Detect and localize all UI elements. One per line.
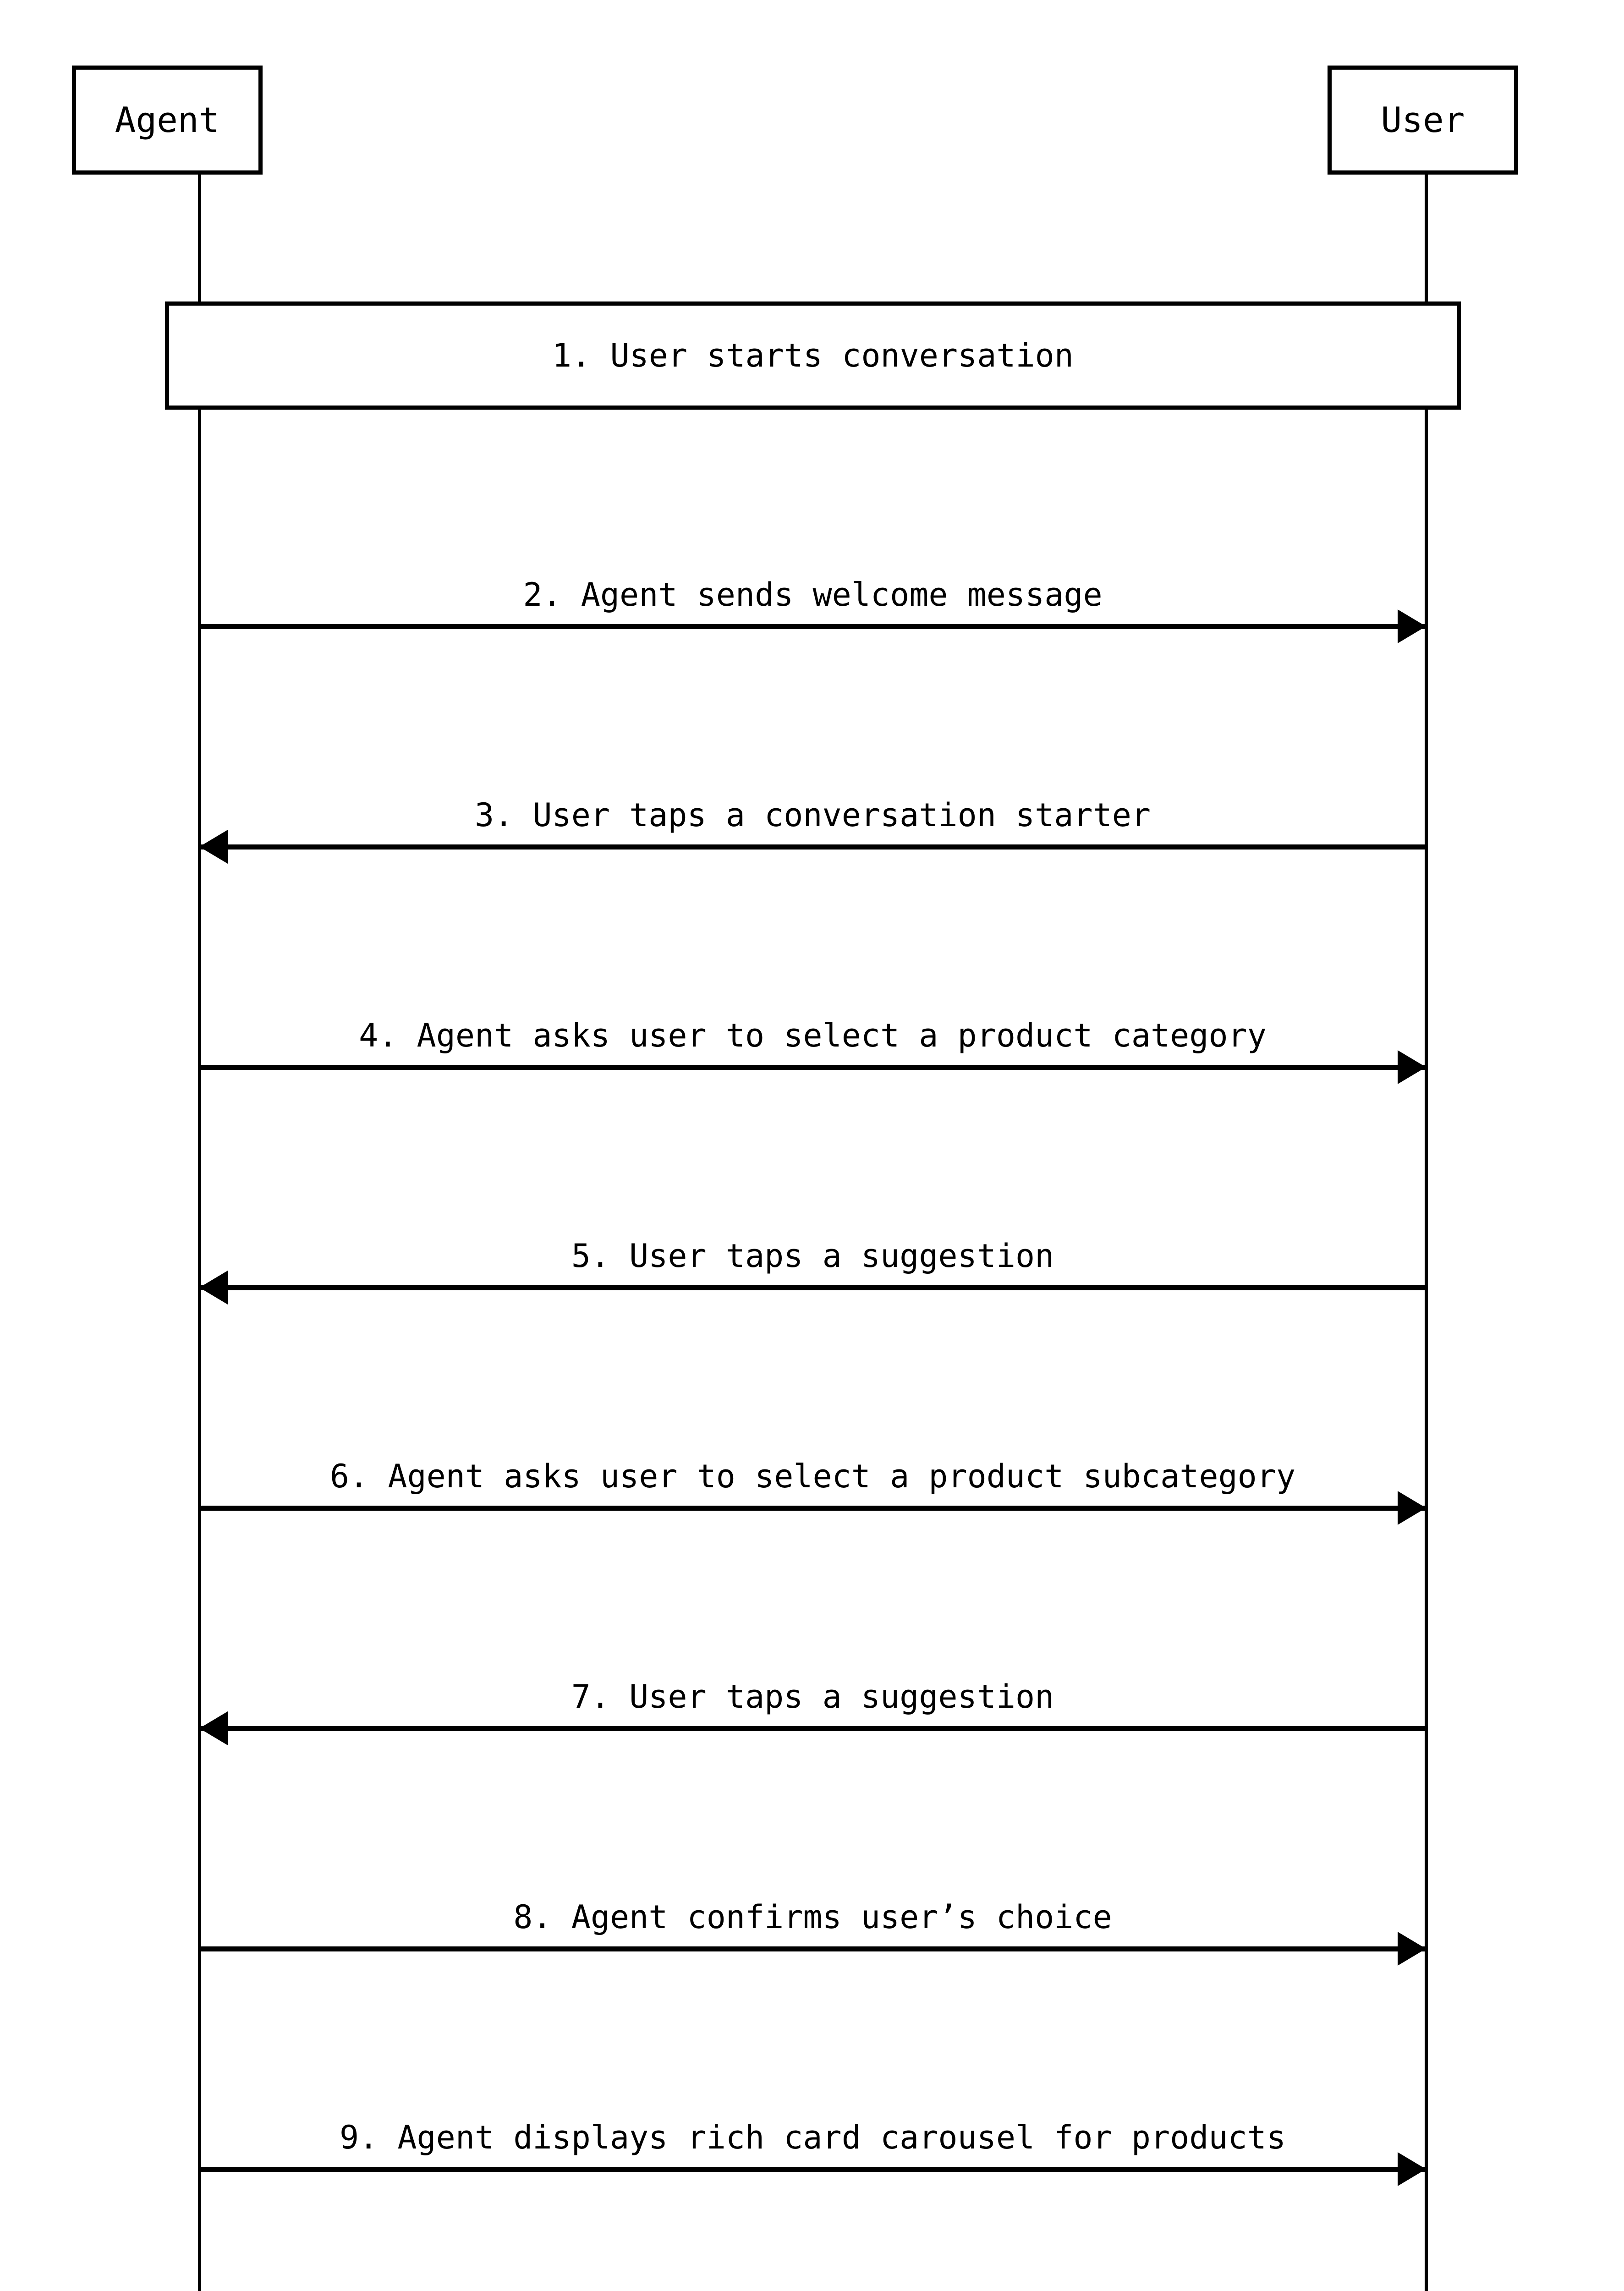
message-label-6: 6. Agent asks user to select a product s…: [329, 1458, 1296, 1495]
message-line-8: [199, 1946, 1426, 1951]
message-3[interactable]: 3. User taps a conversation starter: [199, 796, 1426, 864]
message-label-5: 5. User taps a suggestion: [571, 1237, 1054, 1275]
message-line-3: [199, 844, 1426, 850]
participant-box-agent-top[interactable]: Agent: [72, 66, 263, 175]
participant-box-user-top[interactable]: User: [1328, 66, 1518, 175]
arrowhead-right-4: [1398, 1050, 1426, 1084]
message-label-4: 4. Agent asks user to select a product c…: [359, 1017, 1267, 1054]
message-label-3: 3. User taps a conversation starter: [474, 796, 1151, 834]
arrowhead-left-5: [199, 1271, 228, 1304]
message-label-2: 2. Agent sends welcome message: [523, 576, 1103, 614]
arrowhead-right-9: [1398, 2152, 1426, 2186]
arrowhead-right-8: [1398, 1932, 1426, 1966]
note-step-1: 1. User starts conversation: [165, 301, 1461, 410]
message-8[interactable]: 8. Agent confirms user’s choice: [199, 1898, 1426, 1966]
message-5[interactable]: 5. User taps a suggestion: [199, 1237, 1426, 1304]
arrowhead-left-7: [199, 1711, 228, 1745]
message-label-7: 7. User taps a suggestion: [571, 1678, 1054, 1716]
message-2[interactable]: 2. Agent sends welcome message: [199, 576, 1426, 643]
message-line-2: [199, 624, 1426, 629]
message-line-6: [199, 1506, 1426, 1511]
message-line-7: [199, 1726, 1426, 1731]
participant-label-agent: Agent: [115, 99, 220, 140]
lifeline-agent: [198, 175, 201, 2291]
message-line-4: [199, 1065, 1426, 1070]
participant-label-user: User: [1381, 99, 1465, 140]
message-label-8: 8. Agent confirms user’s choice: [513, 1898, 1112, 1936]
message-line-9: [199, 2167, 1426, 2172]
note-label: 1. User starts conversation: [552, 336, 1074, 374]
arrowhead-left-3: [199, 830, 228, 864]
message-line-5: [199, 1285, 1426, 1290]
arrowhead-right-6: [1398, 1491, 1426, 1525]
arrowhead-right-2: [1398, 609, 1426, 643]
message-label-9: 9. Agent displays rich card carousel for…: [339, 2119, 1286, 2156]
lifeline-user: [1425, 175, 1428, 2291]
